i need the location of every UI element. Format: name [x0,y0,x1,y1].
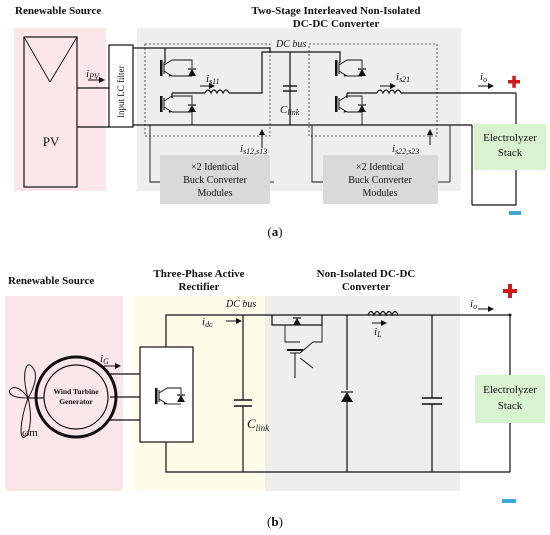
dcdc-title-1: Non-Isolated DC-DC [317,268,416,280]
pv-source-region [14,28,106,191]
module-1-line2: Buck Converter [183,175,247,186]
module-box-2 [323,155,438,204]
i-s21-label: is21 [396,71,410,84]
i-s12-s13-label: is12,s13 [240,143,267,156]
omega-label: ωm [22,427,38,439]
plus-terminal-b [503,284,517,298]
pv-label: PV [43,134,60,149]
panel-a: Renewable Source PV Two-Stage Interleave… [14,5,546,239]
minus-terminal-a [509,211,521,215]
source-title: Renewable Source [15,5,101,17]
generator-label-1: Wind Turbine [53,387,99,396]
electrolyzer-box-b [475,375,545,423]
module-2-line1: ×2 Identical [356,162,404,173]
i-s11-label: is11 [206,73,220,86]
module-2-line2: Buck Converter [348,175,412,186]
c-link-label: Clink [280,104,300,117]
dc-bus-label-b: DC bus [225,299,256,310]
stage2-dotted-box [308,43,438,137]
plus-terminal-a [508,75,520,88]
lc-filter-label: Input LC filter [116,66,126,119]
lc-filter-box [108,44,134,128]
electrolyzer-box [474,124,546,170]
i-g-label: iG [100,353,109,366]
pv-panel [23,36,78,188]
source-title-b: Renewable Source [8,275,94,287]
stage1-dotted-box [144,43,271,137]
i-s22-s23-label: is22,s23 [392,143,419,156]
module-box-1 [160,155,270,204]
caption-a: (a) [267,224,282,239]
caption-b: (b) [267,514,283,529]
dcdc-region [265,296,460,491]
dcdc-title-2: Converter [342,281,390,293]
i-o-label: io [480,71,487,84]
i-pv-label: iPV [86,68,100,81]
i-o-label-b: io [470,298,477,311]
converter-title-line1: Two-Stage Interleaved Non-Isolated [251,5,420,17]
module-2-line3: Modules [363,188,398,199]
i-dc-label: idc [202,316,213,329]
electrolyzer-label-1: Electrolyzer [483,132,537,144]
converter-title-line2: DC-DC Converter [293,18,380,30]
electrolyzer-b-label-1: Electrolyzer [483,384,537,396]
panel-b: Renewable Source Three-Phase Active Rect… [5,268,545,529]
wind-turbine-blades [8,364,36,438]
generator-inner [43,364,109,430]
minus-terminal-b [502,499,516,503]
electrolyzer-b-label-2: Stack [498,400,523,412]
generator-label-2: Generator [59,397,93,406]
electrolyzer-label-2: Stack [498,147,523,159]
rectifier-box [139,346,194,443]
i-l-label: iL [374,326,382,339]
rectifier-title-1: Three-Phase Active [153,268,244,280]
module-1-line3: Modules [198,188,233,199]
module-1-line1: ×2 Identical [191,162,239,173]
dcdc-switch [284,317,323,378]
dc-bus-label: DC bus [275,39,306,50]
rectifier-title-2: Rectifier [179,281,220,293]
c-link-label-b: Clink [247,416,270,433]
